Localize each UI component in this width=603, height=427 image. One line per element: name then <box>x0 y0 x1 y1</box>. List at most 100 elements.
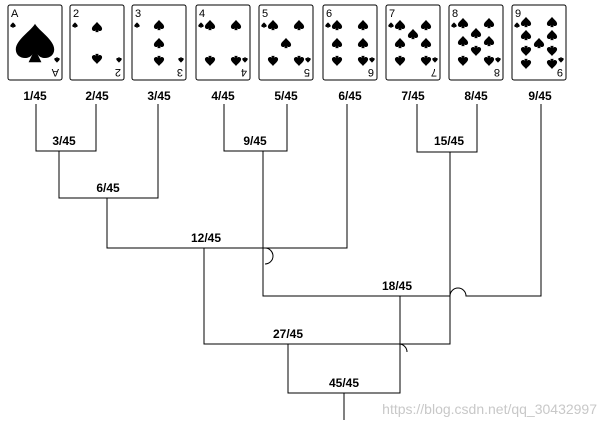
merge-labels: 3/45 9/45 15/45 6/45 12/45 18/45 27/45 4… <box>52 134 464 390</box>
merge-label-18-45: 18/45 <box>382 279 412 293</box>
leaf-label-3: 3/45 <box>147 89 171 103</box>
spade-pip-icon <box>546 16 558 28</box>
corner-spade-icon <box>72 22 78 28</box>
spade-pip-icon <box>420 55 432 67</box>
spade-pip-icon <box>331 19 343 31</box>
spade-pip-icon <box>546 58 558 70</box>
spade-pip-icon <box>470 45 482 57</box>
connector-27-45 <box>203 248 408 353</box>
connector-18-45 <box>262 104 542 297</box>
corner-spade-icon <box>369 57 375 63</box>
corner-spade-icon <box>261 22 267 28</box>
spade-pip-icon <box>15 23 55 63</box>
leaf-label-5: 5/45 <box>274 89 298 103</box>
card-rank: 2 <box>115 66 121 78</box>
spade-pip-icon <box>520 45 532 57</box>
spade-icon <box>72 21 122 65</box>
corner-spade-icon <box>451 22 457 28</box>
card-rank: 3 <box>177 66 183 78</box>
spade-pip-icon <box>153 55 165 67</box>
merge-label-15-45: 15/45 <box>434 134 464 148</box>
leaf-label-2: 2/45 <box>85 89 109 103</box>
corner-spade-icon <box>10 22 16 28</box>
spade-pip-icon <box>546 29 558 41</box>
card-rank: 6 <box>326 8 332 20</box>
spade-pip-icon <box>230 55 242 67</box>
spade-icon <box>10 22 60 63</box>
spade-icon <box>198 19 248 67</box>
spade-pip-icon <box>280 37 292 49</box>
corner-spade-icon <box>388 22 394 28</box>
card-rank: 9 <box>515 8 521 20</box>
corner-spade-icon <box>432 57 438 63</box>
watermark: https://blog.csdn.net/qq_30432997 <box>382 401 597 417</box>
card-rank: 3 <box>135 8 141 20</box>
spade-pip-icon <box>470 27 482 39</box>
spade-icon <box>514 16 564 70</box>
card-row: A A 2 2 3 3 4 4 5 5 <box>7 4 567 81</box>
card-five-of-spades: 5 5 <box>258 4 314 81</box>
spade-pip-icon <box>267 19 279 31</box>
merge-label-27-45: 27/45 <box>273 327 303 341</box>
corner-spade-icon <box>198 22 204 28</box>
spade-pip-icon <box>407 28 419 40</box>
corner-spade-icon <box>242 57 248 63</box>
spade-pip-icon <box>331 55 343 67</box>
spade-icon <box>325 19 375 67</box>
spade-pip-icon <box>91 21 103 33</box>
connector-9-45 <box>223 104 288 152</box>
spade-pip-icon <box>357 19 369 31</box>
spade-pip-icon <box>394 55 406 67</box>
card-four-of-spades: 4 4 <box>195 4 251 81</box>
spade-pip-icon <box>204 55 216 67</box>
merge-label-9-45: 9/45 <box>243 134 267 148</box>
corner-spade-icon <box>495 57 501 63</box>
connector-12-45-right <box>265 104 348 249</box>
card-rank: 8 <box>494 66 500 78</box>
spade-pip-icon <box>267 55 279 67</box>
spade-pip-icon <box>204 19 216 31</box>
leaf-label-9: 9/45 <box>528 89 552 103</box>
corner-spade-icon <box>325 22 331 28</box>
spade-pip-icon <box>520 58 532 70</box>
card-nine-of-spades: 9 9 <box>511 4 567 81</box>
spade-pip-icon <box>91 53 103 65</box>
spade-pip-icon <box>546 45 558 57</box>
spade-pip-icon <box>520 16 532 28</box>
spade-pip-icon <box>230 19 242 31</box>
card-rank: A <box>11 8 19 20</box>
spade-pip-icon <box>331 37 343 49</box>
card-rank: 2 <box>73 8 79 20</box>
leaf-label-8: 8/45 <box>464 89 488 103</box>
card-rank: 9 <box>557 66 563 78</box>
spade-pip-icon <box>483 35 495 47</box>
leaf-label-7: 7/45 <box>401 89 425 103</box>
spade-pip-icon <box>357 37 369 49</box>
spade-pip-icon <box>533 37 545 49</box>
spade-icon <box>451 17 501 67</box>
merge-label-12-45: 12/45 <box>191 231 221 245</box>
spade-pip-icon <box>394 37 406 49</box>
spade-pip-icon <box>293 19 305 31</box>
corner-spade-icon <box>54 57 60 63</box>
leaf-labels: 1/45 2/45 3/45 4/45 5/45 6/45 7/45 8/45 … <box>23 89 552 103</box>
card-six-of-spades: 6 6 <box>322 4 378 81</box>
card-rank: 4 <box>199 8 205 20</box>
spade-pip-icon <box>153 37 165 49</box>
merge-label-6-45: 6/45 <box>96 181 120 195</box>
card-three-of-spades: 3 3 <box>131 4 187 81</box>
card-seven-of-spades: 7 7 <box>385 4 441 81</box>
card-ace-of-spades: A A <box>7 4 63 81</box>
card-two-of-spades: 2 2 <box>69 4 125 81</box>
spade-pip-icon <box>483 17 495 29</box>
leaf-label-4: 4/45 <box>211 89 235 103</box>
card-rank: A <box>51 66 59 78</box>
spade-pip-icon <box>420 19 432 31</box>
spade-pip-icon <box>483 55 495 67</box>
merge-label-45-45: 45/45 <box>329 376 359 390</box>
card-rank: 7 <box>431 66 437 78</box>
card-rank: 8 <box>452 8 458 20</box>
spade-pip-icon <box>394 19 406 31</box>
spade-pip-icon <box>357 55 369 67</box>
